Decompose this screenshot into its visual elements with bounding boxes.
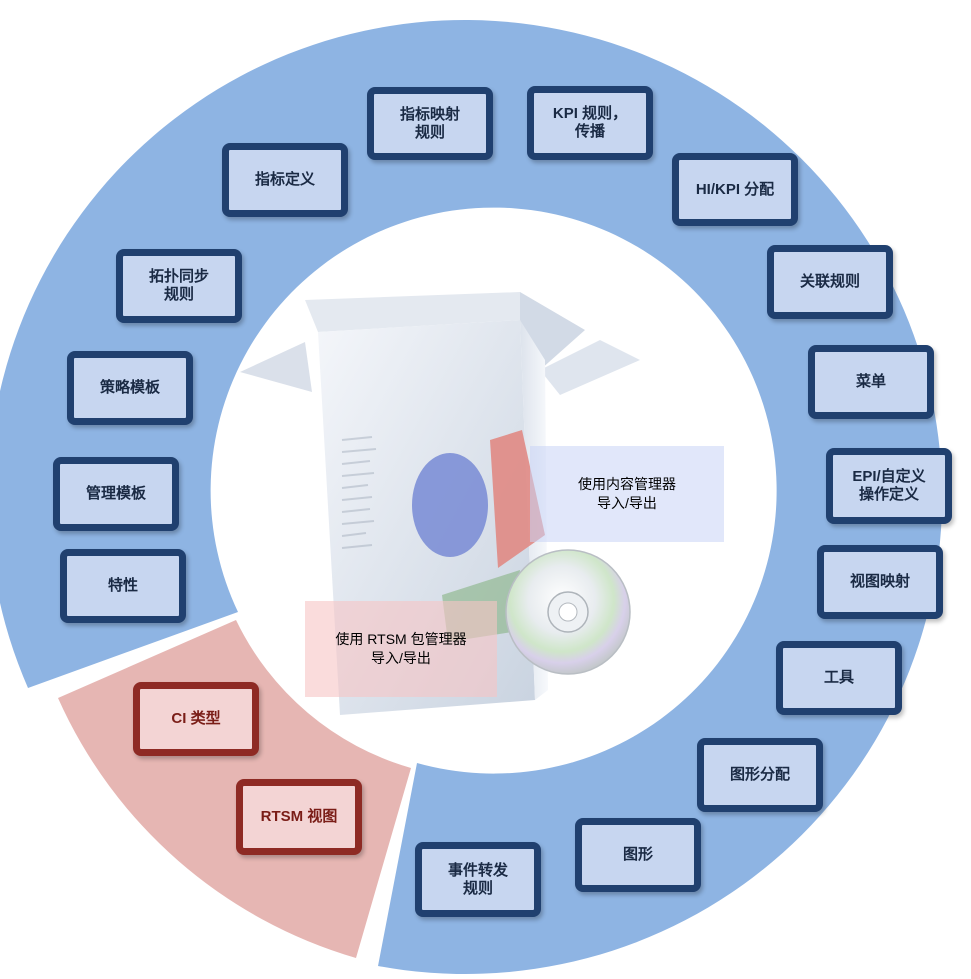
epi-custom-action-definition-label: EPI/自定义 操作定义	[852, 468, 926, 503]
graphs-box: 图形	[575, 818, 701, 892]
menus-box: 菜单	[808, 345, 934, 419]
hi-kpi-assignment-label: HI/KPI 分配	[695, 180, 775, 198]
tools-box: 工具	[776, 641, 902, 715]
event-forwarding-rules-label: 事件转发 规则	[447, 861, 508, 897]
rtsm-views-box: RTSM 视图	[236, 779, 362, 855]
event-forwarding-rules-box: 事件转发 规则	[415, 842, 541, 917]
rtsm-package-manager-callout: 使用 RTSM 包管理器 导入/导出	[305, 601, 497, 697]
aspects-label: 特性	[107, 577, 138, 594]
epi-custom-action-definition-box: EPI/自定义 操作定义	[826, 448, 952, 524]
content-manager-callout-text: 使用内容管理器 导入/导出	[578, 476, 676, 511]
rtsm-package-manager-callout-text: 使用 RTSM 包管理器 导入/导出	[335, 631, 467, 666]
graph-assignment-box: 图形分配	[697, 738, 823, 812]
view-mappings-box: 视图映射	[817, 545, 943, 619]
cd-disc-icon	[505, 549, 631, 675]
rtsm-views-label: RTSM 视图	[260, 808, 338, 825]
menus-label: 菜单	[855, 373, 886, 390]
correlation-rules-label: 关联规则	[799, 273, 860, 290]
management-templates-label: 管理模板	[85, 485, 146, 502]
ci-types-box: CI 类型	[133, 682, 259, 756]
policy-templates-label: 策略模板	[99, 379, 160, 396]
graphs-label: 图形	[622, 846, 653, 863]
kpi-rules-propagation-label: KPI 规则， 传播	[552, 105, 628, 140]
hi-kpi-assignment-box: HI/KPI 分配	[672, 153, 798, 226]
content-manager-callout: 使用内容管理器 导入/导出	[530, 446, 724, 542]
management-templates-box: 管理模板	[53, 457, 179, 531]
topology-sync-rules-label: 拓扑同步 规则	[148, 268, 209, 303]
kpi-rules-propagation-box: KPI 规则， 传播	[527, 86, 653, 160]
graph-assignment-label: 图形分配	[729, 766, 790, 783]
view-mappings-label: 视图映射	[849, 573, 910, 590]
topology-sync-rules-box: 拓扑同步 规则	[116, 249, 242, 323]
tools-label: 工具	[823, 669, 854, 686]
aspects-box: 特性	[60, 549, 186, 623]
metric-mapping-rules-label: 指标映射 规则	[399, 105, 460, 141]
policy-templates-box: 策略模板	[67, 351, 193, 425]
ci-types-label: CI 类型	[171, 710, 221, 727]
metric-definition-box: 指标定义	[222, 143, 348, 217]
metric-mapping-rules-box: 指标映射 规则	[367, 87, 493, 160]
metric-definition-label: 指标定义	[254, 171, 315, 188]
correlation-rules-box: 关联规则	[767, 245, 893, 319]
